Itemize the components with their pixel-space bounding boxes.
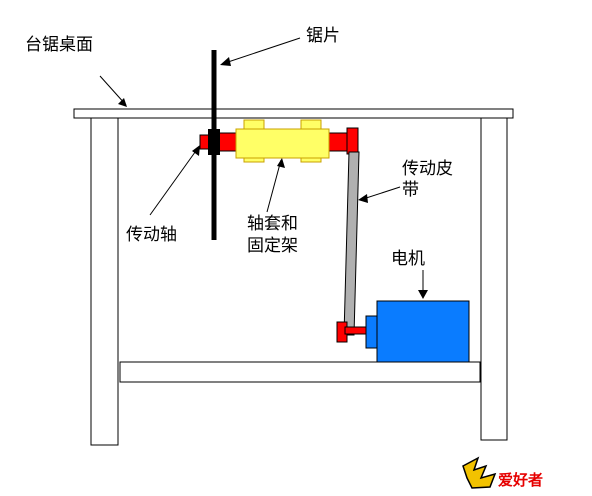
label-sleeve-line2: 固定架 <box>247 236 298 256</box>
drive-shaft-leader <box>149 147 199 216</box>
table-top <box>73 108 514 119</box>
label-drive-shaft: 传动轴 <box>126 225 177 245</box>
drive-belt <box>343 151 360 336</box>
right-leg <box>480 117 508 441</box>
label-drive-belt-line1: 传动皮 <box>402 159 453 179</box>
saw-blade-leader <box>221 37 301 65</box>
saw-blade-arrowhead <box>220 57 231 66</box>
sleeve-leader <box>266 159 282 213</box>
shaft-pulley <box>346 127 359 155</box>
motor-arrowhead <box>418 290 428 299</box>
table-top-leader <box>99 75 127 106</box>
table-top-arrowhead <box>118 98 127 107</box>
label-motor: 电机 <box>391 249 425 269</box>
lower-shelf <box>119 361 481 383</box>
left-leg <box>90 117 119 446</box>
watermark-logo: 爱好者 <box>462 456 543 489</box>
motor-body <box>376 300 470 363</box>
logo-emblem-icon <box>462 456 497 489</box>
motor-flange <box>365 315 379 349</box>
drive-belt-arrowhead <box>358 194 368 203</box>
label-drive-belt-line2: 带 <box>402 180 419 200</box>
sleeve-arrowhead <box>277 158 285 168</box>
label-saw-blade: 锯片 <box>306 26 340 46</box>
drive-shaft-arrowhead <box>192 145 200 156</box>
motor-shaft <box>344 326 369 335</box>
watermark-text: 爱好者 <box>498 471 543 489</box>
label-sleeve-line1: 轴套和 <box>247 214 298 234</box>
shaft-sleeve <box>235 128 330 159</box>
label-table-top: 台锯桌面 <box>25 35 93 55</box>
